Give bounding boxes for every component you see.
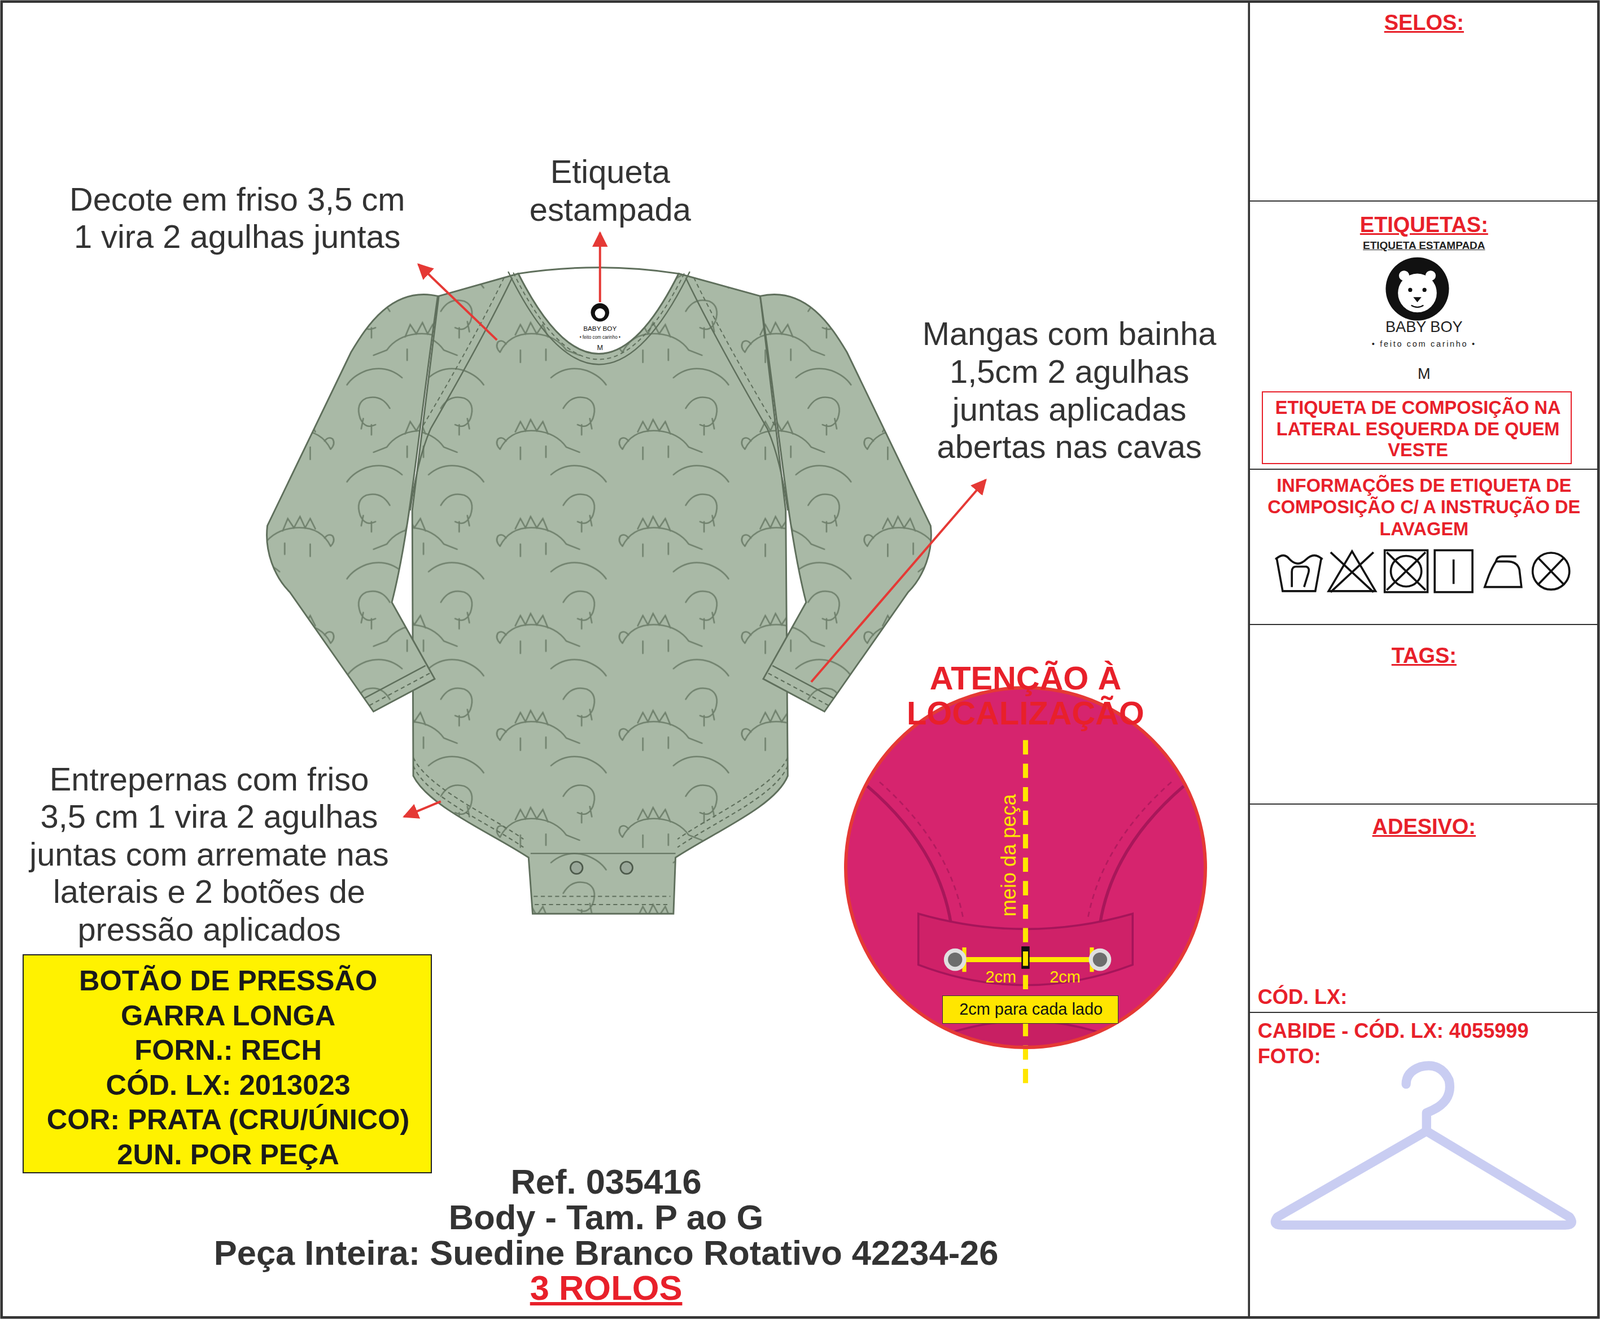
dimension-box: 2cm para cada lado [942, 995, 1119, 1025]
callout-text: Entrepernas com friso 3,5 cm 1 vira 2 ag… [24, 760, 394, 949]
detail-circle: meio da peça 2cm 2cm 2cm para cada lado [844, 685, 1208, 1049]
dimension-label: 2cm [977, 967, 1024, 987]
hanger-photo [1275, 1065, 1572, 1225]
dimension-note: 2cm para cada lado [942, 999, 1120, 1019]
neck-label-text: • feito com carinho • [553, 334, 648, 340]
brand-tagline: • feito com carinho • [1249, 339, 1599, 349]
notice-text: ETIQUETA DE COMPOSIÇÃO NA LATERAL ESQUER… [1265, 397, 1572, 461]
panel: ETIQUETAS:ETIQUETA ESTAMPADA BABY BOY • fe… [1248, 200, 1598, 470]
spec-line: FORN.: RECH [23, 1034, 434, 1066]
reference-text: 3 ROLOS [95, 1268, 1117, 1307]
panel: SELOS: [1248, 2, 1598, 201]
inset-photo [836, 678, 1215, 1107]
callout-text: Decote em friso 3,5 cm 1 vira 2 agulhas … [60, 180, 414, 256]
reference-text: Body - Tam. P ao G [95, 1198, 1117, 1237]
photo-field: FOTO: [1257, 1044, 1564, 1069]
dimension-label: 2cm [1042, 967, 1088, 987]
panel-heading: SELOS: [1249, 10, 1599, 36]
neck-label-text: BABY BOY [563, 324, 637, 333]
callout-text: Mangas com bainha 1,5cm 2 agulhas juntas… [911, 315, 1228, 466]
spec-line: GARRA LONGA [23, 999, 434, 1032]
panel: TAGS: [1248, 624, 1598, 804]
leader-arrows [404, 232, 986, 817]
spec-box: BOTÃO DE PRESSÃOGARRA LONGAFORN.: RECHCÓ… [22, 954, 432, 1174]
label-subheading: ETIQUETA ESTAMPADA [1249, 239, 1599, 252]
reference-text: Peça Inteira: Suedine Branco Rotativo 42… [95, 1233, 1117, 1272]
panel-heading: ADESIVO: [1249, 814, 1599, 840]
care-symbols [1275, 550, 1570, 593]
brand-name: BABY BOY [1249, 317, 1599, 336]
notice-box: ETIQUETA DE COMPOSIÇÃO NA LATERAL ESQUER… [1261, 391, 1572, 465]
size-mark: M [1249, 364, 1599, 383]
panel-heading: TAGS: [1249, 643, 1599, 669]
spec-line: BOTÃO DE PRESSÃO [23, 964, 434, 997]
neck-label-text: M [589, 343, 611, 353]
spec-line: COR: PRATA (CRU/ÚNICO) [23, 1103, 434, 1136]
centerline-label: meio da peça [996, 774, 1021, 938]
spec-line: CÓD. LX: 2013023 [23, 1069, 434, 1101]
callout-text: Etiqueta estampada [508, 152, 712, 229]
brand-logo [1385, 257, 1449, 321]
panel-heading: INFORMAÇÕES DE ETIQUETA DE COMPOSIÇÃO C/… [1253, 474, 1595, 540]
code-field: CABIDE - CÓD. LX: 4055999 [1257, 1019, 1595, 1043]
spec-line: 2UN. POR PEÇA [23, 1138, 434, 1171]
measure-marks [945, 740, 1109, 1088]
warning-heading: ATENÇÃO À LOCALIZAÇÃO [892, 661, 1158, 731]
reference-text: Ref. 035416 [95, 1162, 1117, 1201]
code-field: CÓD. LX: [1257, 985, 1564, 1009]
panel: CABIDE - CÓD. LX: 4055999FOTO: [1248, 1012, 1598, 1317]
sleeve [267, 277, 513, 712]
sleeve [685, 277, 932, 712]
panel-heading: ETIQUETAS: [1249, 212, 1599, 238]
panel: INFORMAÇÕES DE ETIQUETA DE COMPOSIÇÃO C/… [1248, 469, 1598, 625]
panel: ADESIVO: CÓD. LX: [1248, 803, 1598, 1013]
